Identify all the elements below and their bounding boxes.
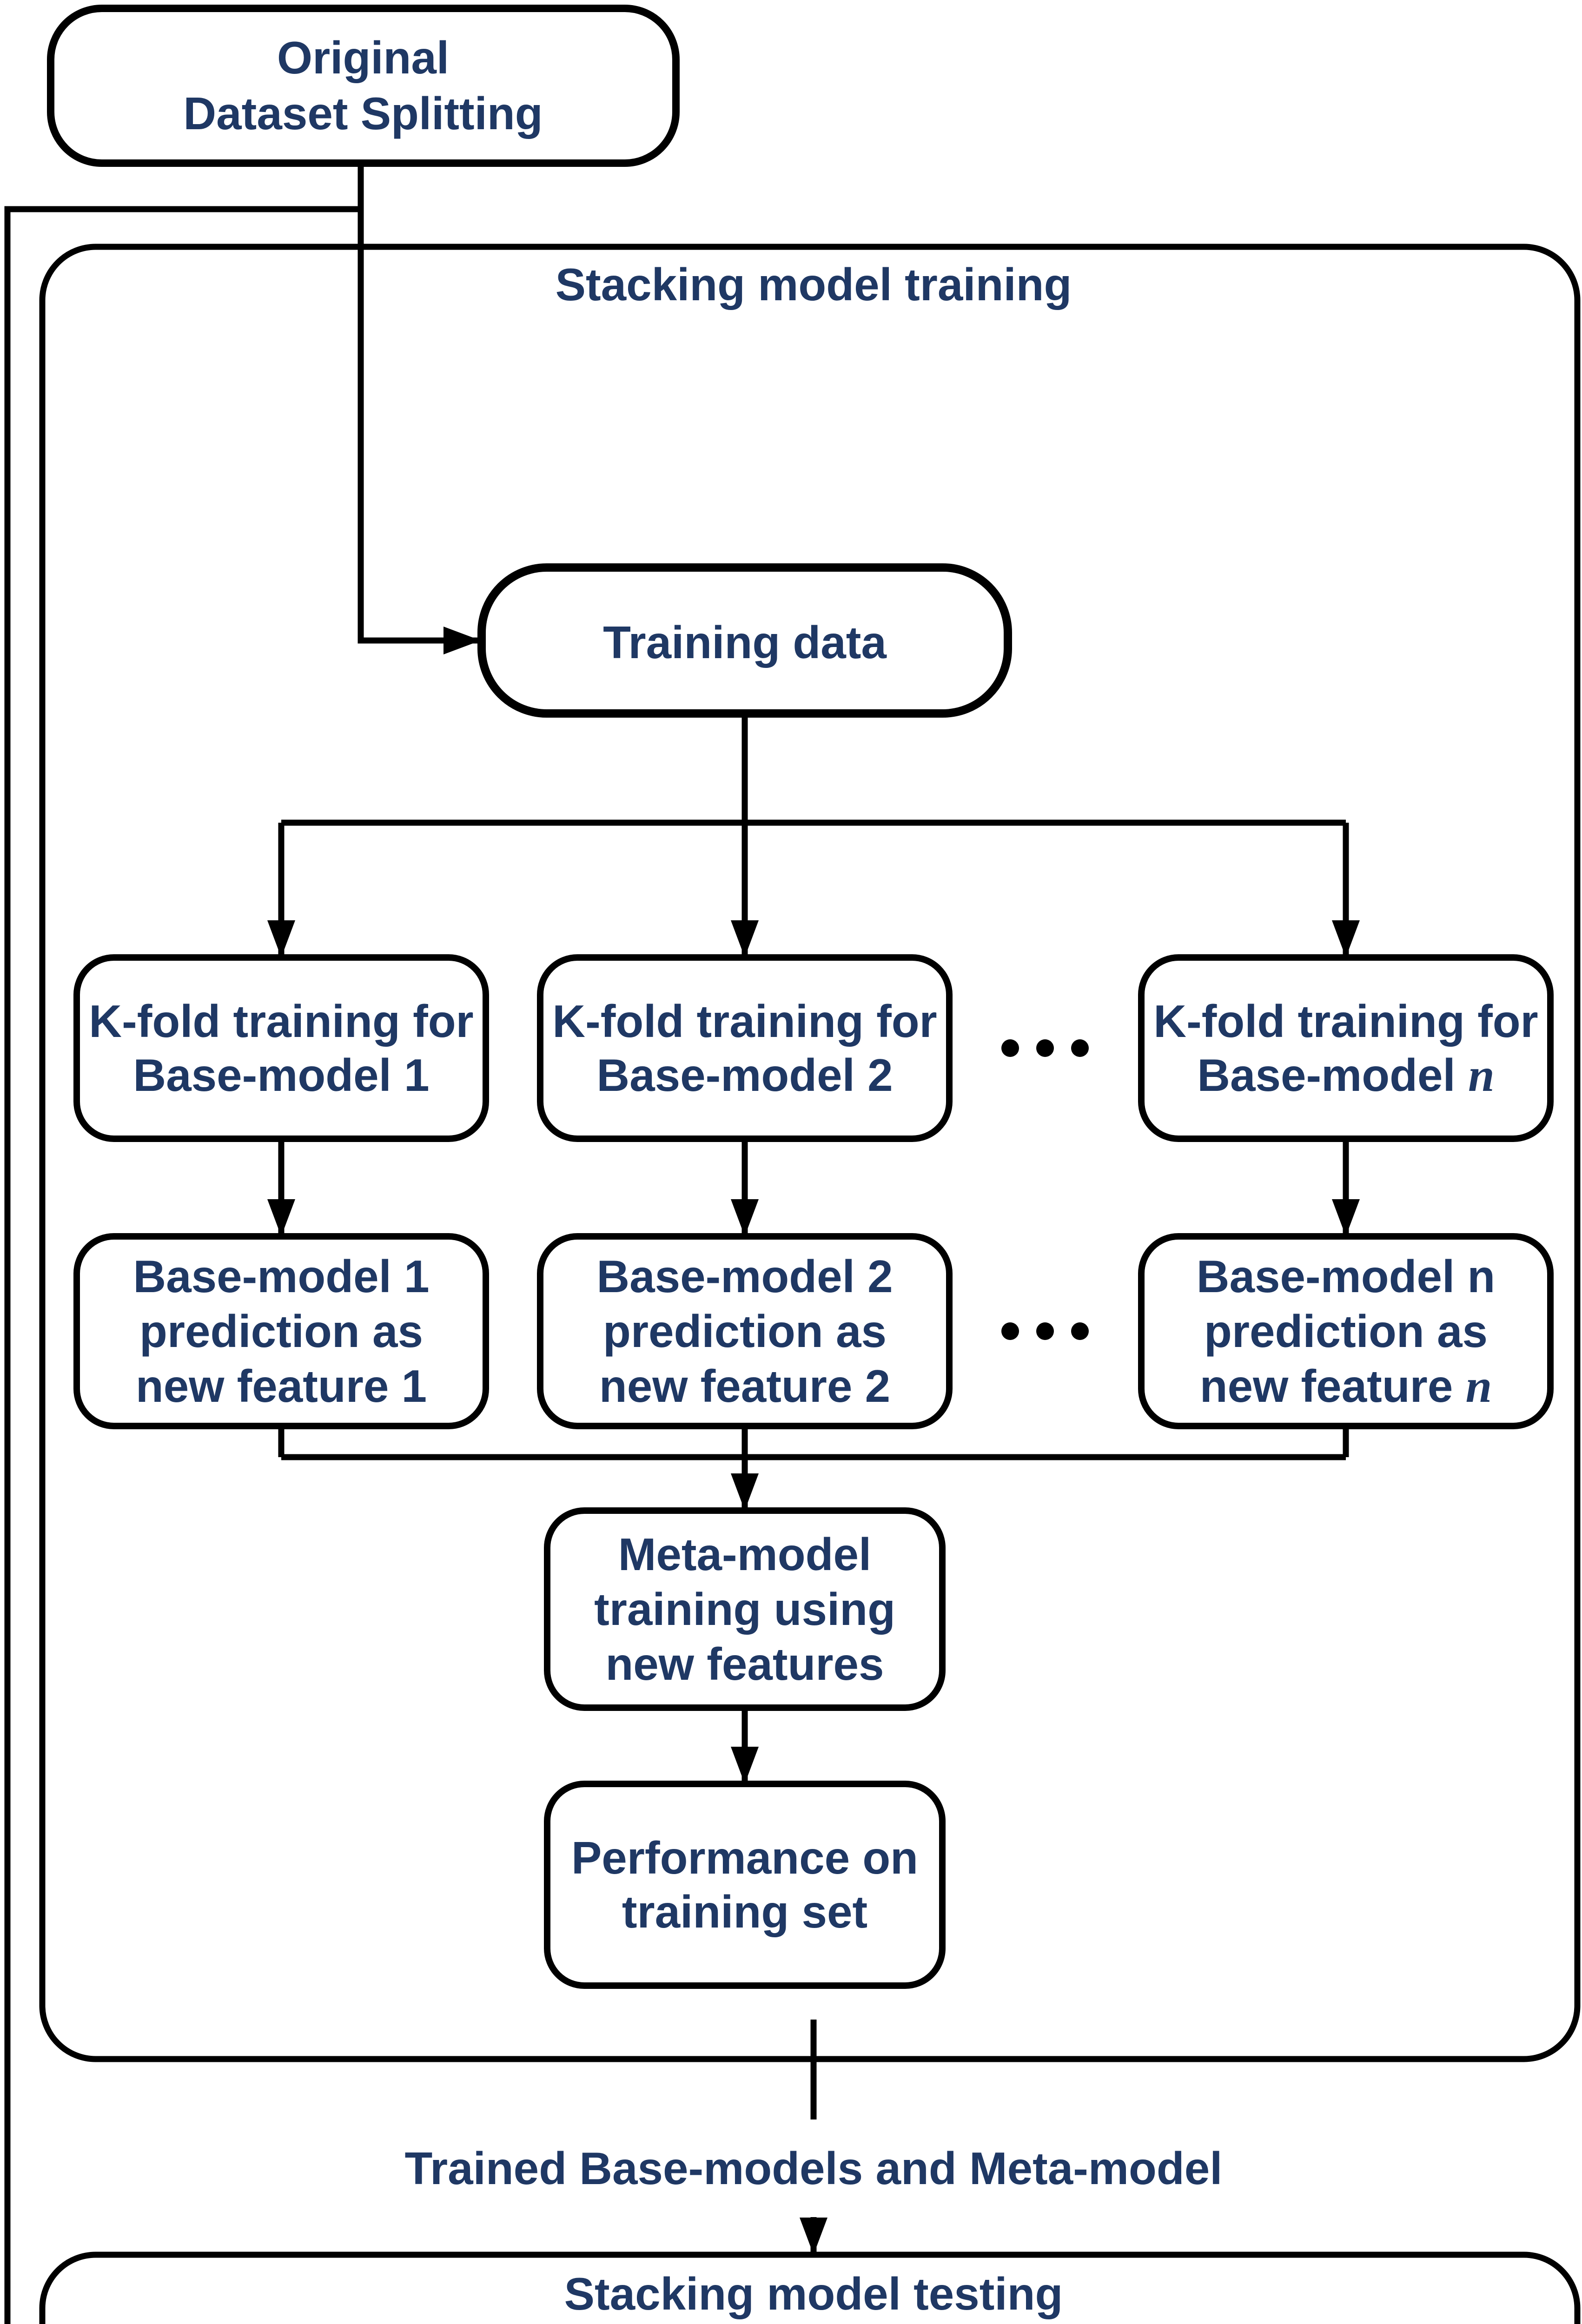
kfold-n-line-2-text: Base-model [1197,1050,1468,1101]
node-performance-training: Performance on training set [544,1781,946,1989]
original-box-border [47,5,680,167]
ellipsis-kfold-row [1001,1039,1089,1057]
training-section-container: Stacking model training [39,244,1581,2062]
node-meta-model-training: Meta-model training using new features [544,1507,946,1711]
arrow-original-to-testing-data [4,206,361,2324]
feature-n-line-3: new feature n [1200,1360,1492,1413]
meta-training-line-3: new features [605,1638,884,1690]
feature-2-line-2: prediction as [603,1306,887,1357]
kfold-1-border [73,954,489,1142]
testing-section-container: Stacking model testing [39,2251,1581,2324]
meta-training-line-1: Meta-model [618,1529,872,1580]
kfold-1-line-2: Base-model 1 [133,1050,429,1101]
arrow-original-to-training-data [357,163,481,654]
kfold-2-border [537,954,953,1142]
training-container-border [39,244,1581,2062]
ellipsis-dot-icon [1071,1322,1089,1340]
kfold-n-line-1: K-fold training for [1153,996,1538,1047]
feature-1-border [73,1233,489,1429]
kfold-n-variable: n [1468,1049,1495,1102]
ellipsis-feature-row [1001,1322,1089,1340]
training-section-title: Stacking model training [556,259,1072,310]
feature-1-line-1: Base-model 1 [133,1251,429,1302]
kfold-1-line-1: K-fold training for [89,996,473,1047]
trained-models-label: Trained Base-models and Meta-model [405,2143,1223,2194]
kfold-n-border [1138,954,1554,1142]
feature-1-line-2: prediction as [139,1306,423,1357]
feature-2-line-1: Base-model 2 [596,1251,893,1302]
feature-2-border [537,1233,953,1429]
ellipsis-dot-icon [1036,1322,1054,1340]
meta-training-line-2: training using [594,1584,895,1635]
kfold-2-line-2: Base-model 2 [596,1050,893,1101]
training-data-label: Training data [603,617,887,668]
node-training-data: Training data [477,563,1012,718]
node-kfold-2: K-fold training for Base-model 2 [537,954,953,1142]
ellipsis-dot-icon [1001,1039,1019,1057]
node-kfold-1: K-fold training for Base-model 1 [73,954,489,1142]
testing-container-border [39,2251,1581,2324]
meta-training-border [544,1507,946,1711]
ellipsis-dot-icon [1071,1039,1089,1057]
testing-section-title: Stacking model testing [564,2268,1063,2319]
node-kfold-n: K-fold training for Base-model n [1138,954,1554,1142]
ellipsis-dot-icon [1036,1039,1054,1057]
node-feature-n: Base-model n prediction as new feature n [1138,1233,1554,1429]
kfold-2-line-1: K-fold training for [552,996,937,1047]
feature-1-line-3: new feature 1 [136,1360,427,1412]
ellipsis-dot-icon [1001,1322,1019,1340]
node-original-dataset-splitting: Original Dataset Splitting [47,5,680,167]
performance-training-line-2: training set [622,1886,867,1937]
feature-n-border [1138,1233,1554,1429]
feature-n-line-3-text: new feature [1200,1360,1466,1412]
feature-n-line-1: Base-model n [1197,1251,1496,1302]
original-line-2: Dataset Splitting [183,88,543,139]
feature-n-variable: n [1466,1360,1492,1413]
feature-2-line-3: new feature 2 [599,1360,890,1412]
node-feature-1: Base-model 1 prediction as new feature 1 [73,1233,489,1429]
feature-n-line-2: prediction as [1204,1306,1488,1357]
node-feature-2: Base-model 2 prediction as new feature 2 [537,1233,953,1429]
performance-training-border [544,1781,946,1989]
kfold-n-line-2: Base-model n [1197,1049,1494,1102]
training-data-border [477,563,1012,718]
original-line-1: Original [277,32,449,83]
performance-training-line-1: Performance on [571,1832,918,1883]
